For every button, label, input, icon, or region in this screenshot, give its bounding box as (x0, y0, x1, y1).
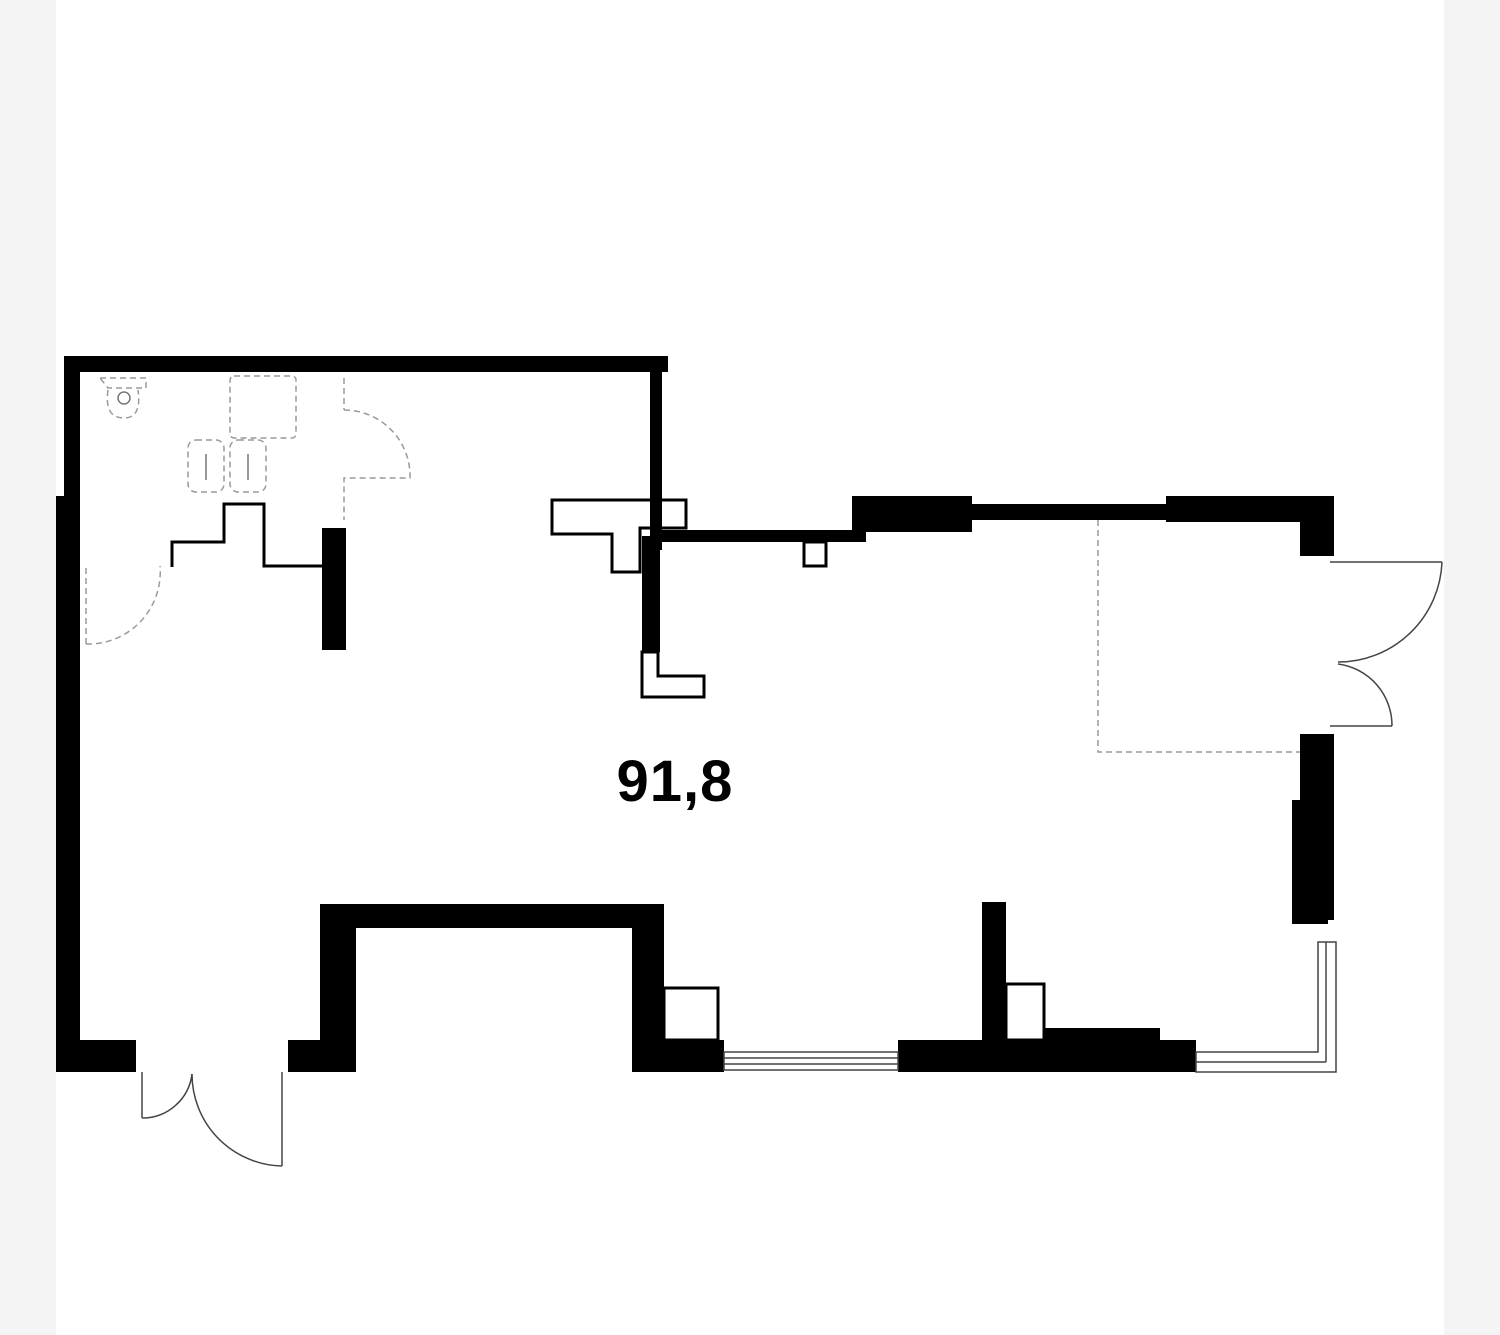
washer-fixture-b (229, 439, 267, 493)
wall-left-upper-stub (64, 356, 80, 496)
plan-sheet (56, 0, 1444, 1335)
fixtures (85, 375, 1300, 753)
wall-center-vertical (650, 362, 662, 550)
door-swing-entrance-right (191, 1073, 283, 1167)
wall-center-vertical-low (642, 536, 660, 652)
bathroom-door-swing (85, 565, 161, 645)
door-swing-entrance-left (141, 1073, 193, 1119)
partition-l-shape (640, 650, 706, 699)
wall-notch-top (320, 904, 664, 928)
walls (56, 356, 1334, 1072)
area-label: 91,8 (616, 749, 734, 814)
washer-fixture-a (187, 439, 225, 493)
windows (723, 941, 1337, 1073)
wall-bottom-left-a (56, 1040, 136, 1072)
doors (141, 561, 1443, 1167)
sink-fixture (229, 375, 297, 439)
fixture-marks (117, 391, 249, 480)
wall-top-middle (650, 530, 866, 542)
window-bottom-left (723, 1051, 899, 1071)
column-small (802, 540, 828, 568)
kitchen-zone-outline (1097, 520, 1300, 753)
wall-partition-bottom (982, 902, 1006, 1042)
wall-left (56, 496, 80, 1072)
door-swing-right-lower (1337, 663, 1393, 727)
wall-top-step (852, 496, 972, 532)
window-corner (1195, 941, 1337, 1073)
wall-bottom-center (898, 1040, 1196, 1072)
toilet-fixture (98, 377, 147, 419)
column-bottom-right (1004, 982, 1046, 1042)
toilet-icon (117, 391, 131, 405)
wall-right-column (1292, 800, 1328, 924)
partition-column-top (550, 498, 688, 574)
wall-interior-stub (322, 528, 346, 650)
partitions (170, 498, 1046, 1042)
wall-top-left (64, 356, 668, 372)
wall-notch-left (320, 904, 356, 1072)
column-bottom-left (662, 986, 720, 1042)
wall-bottom-mid (632, 1040, 724, 1072)
door-swing-right-upper (1337, 561, 1443, 663)
partition-bathroom (170, 502, 322, 568)
laundry-door-swing (343, 378, 411, 520)
wall-right-upper (1300, 496, 1334, 556)
wall-bottom-raised (1044, 1028, 1160, 1042)
wall-top-window-segment (970, 504, 1170, 520)
